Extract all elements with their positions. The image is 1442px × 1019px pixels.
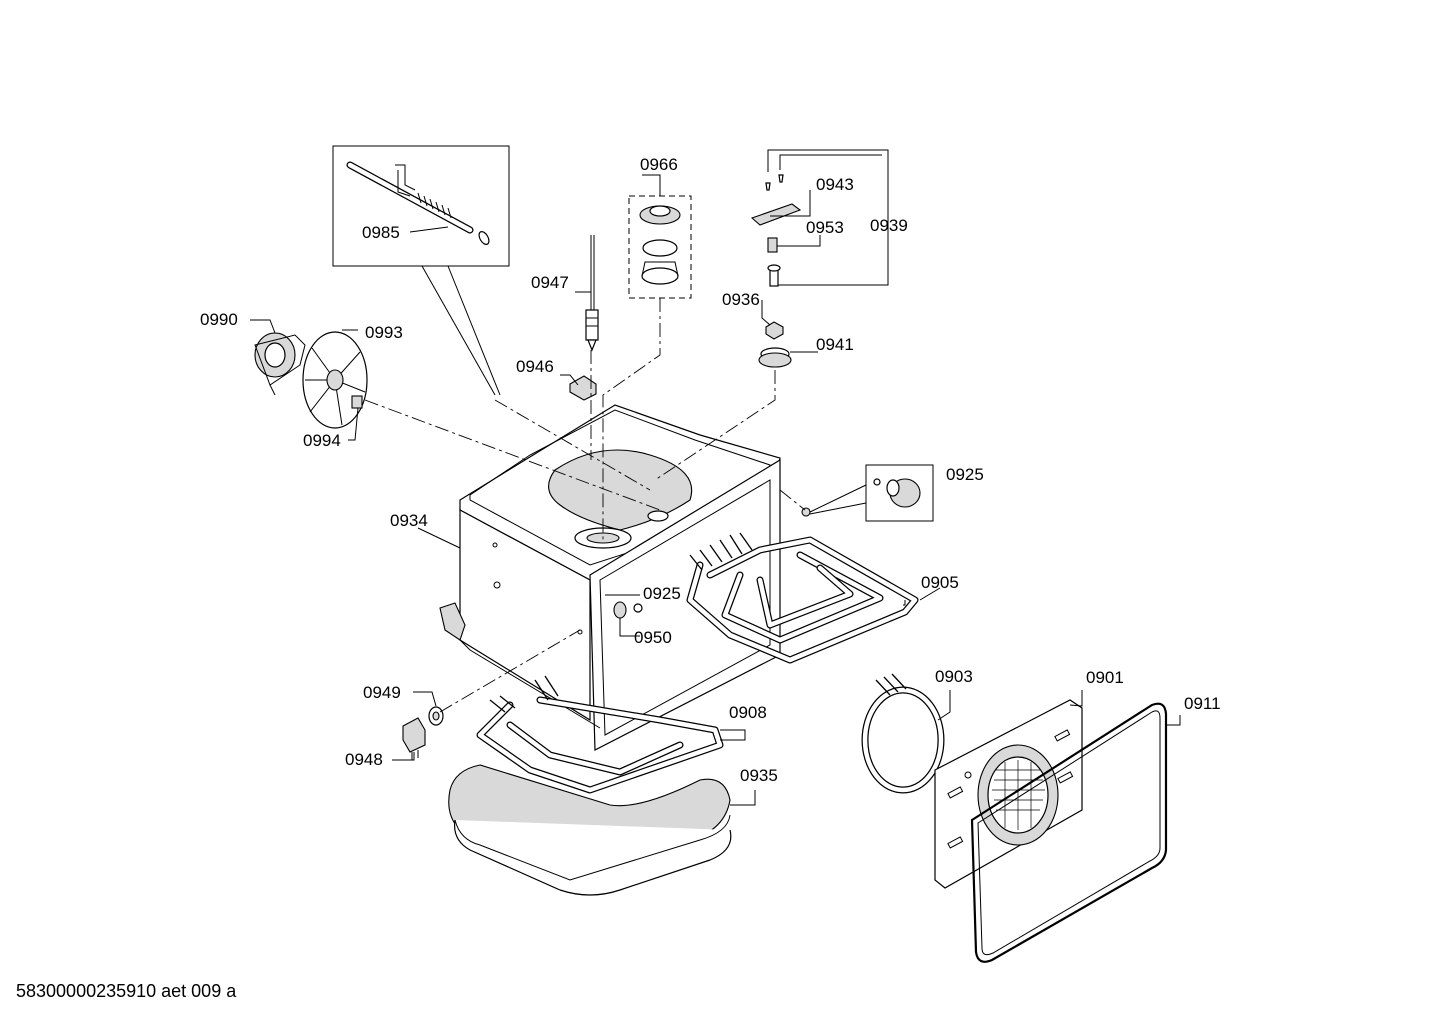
grill-heater [686, 532, 919, 664]
label-0905: 0905 [921, 573, 959, 592]
label-0925-cavity: 0925 [643, 584, 681, 603]
ring-heater [861, 673, 945, 794]
fan-wheel [302, 331, 368, 429]
label-0946: 0946 [516, 357, 554, 376]
label-0985: 0985 [362, 223, 400, 242]
door-gasket [970, 702, 1168, 963]
label-0947: 0947 [531, 273, 569, 292]
label-0903: 0903 [935, 667, 973, 686]
label-0943: 0943 [816, 175, 854, 194]
back-panel [934, 699, 1083, 889]
lamp-socket [402, 706, 444, 760]
label-0949: 0949 [363, 683, 401, 702]
label-0993: 0993 [365, 323, 403, 342]
fan-motor [254, 332, 306, 396]
bottom-heater [476, 675, 724, 794]
part-labels: 0966 0943 0939 0953 0985 0947 0936 0990 … [200, 155, 1221, 785]
label-0950: 0950 [634, 628, 672, 647]
nut-0994 [351, 395, 363, 409]
meat-probe [585, 235, 599, 352]
label-0990: 0990 [200, 310, 238, 329]
label-0911: 0911 [1184, 694, 1221, 713]
thermostat-detail [801, 464, 934, 522]
label-0966: 0966 [640, 155, 678, 174]
label-0948: 0948 [345, 750, 383, 769]
label-0901: 0901 [1086, 668, 1124, 687]
bracket-0946 [569, 375, 597, 401]
label-0953: 0953 [806, 218, 844, 237]
leader-lines [250, 149, 1181, 806]
switch-assembly [750, 174, 802, 368]
label-0934: 0934 [390, 511, 428, 530]
detail-box-sensor [332, 145, 510, 267]
label-0935: 0935 [740, 766, 778, 785]
oven-cavity [439, 404, 781, 751]
drawing-reference: 58300000235910 aet 009 a [16, 981, 237, 1001]
label-0925-thermostat: 0925 [946, 465, 984, 484]
label-0936: 0936 [722, 290, 760, 309]
label-0941: 0941 [816, 335, 854, 354]
label-0994: 0994 [303, 431, 341, 450]
lamp-cover-group [628, 195, 692, 299]
label-0939: 0939 [870, 216, 908, 235]
insulation-mat [448, 764, 732, 896]
label-0908: 0908 [729, 703, 767, 722]
